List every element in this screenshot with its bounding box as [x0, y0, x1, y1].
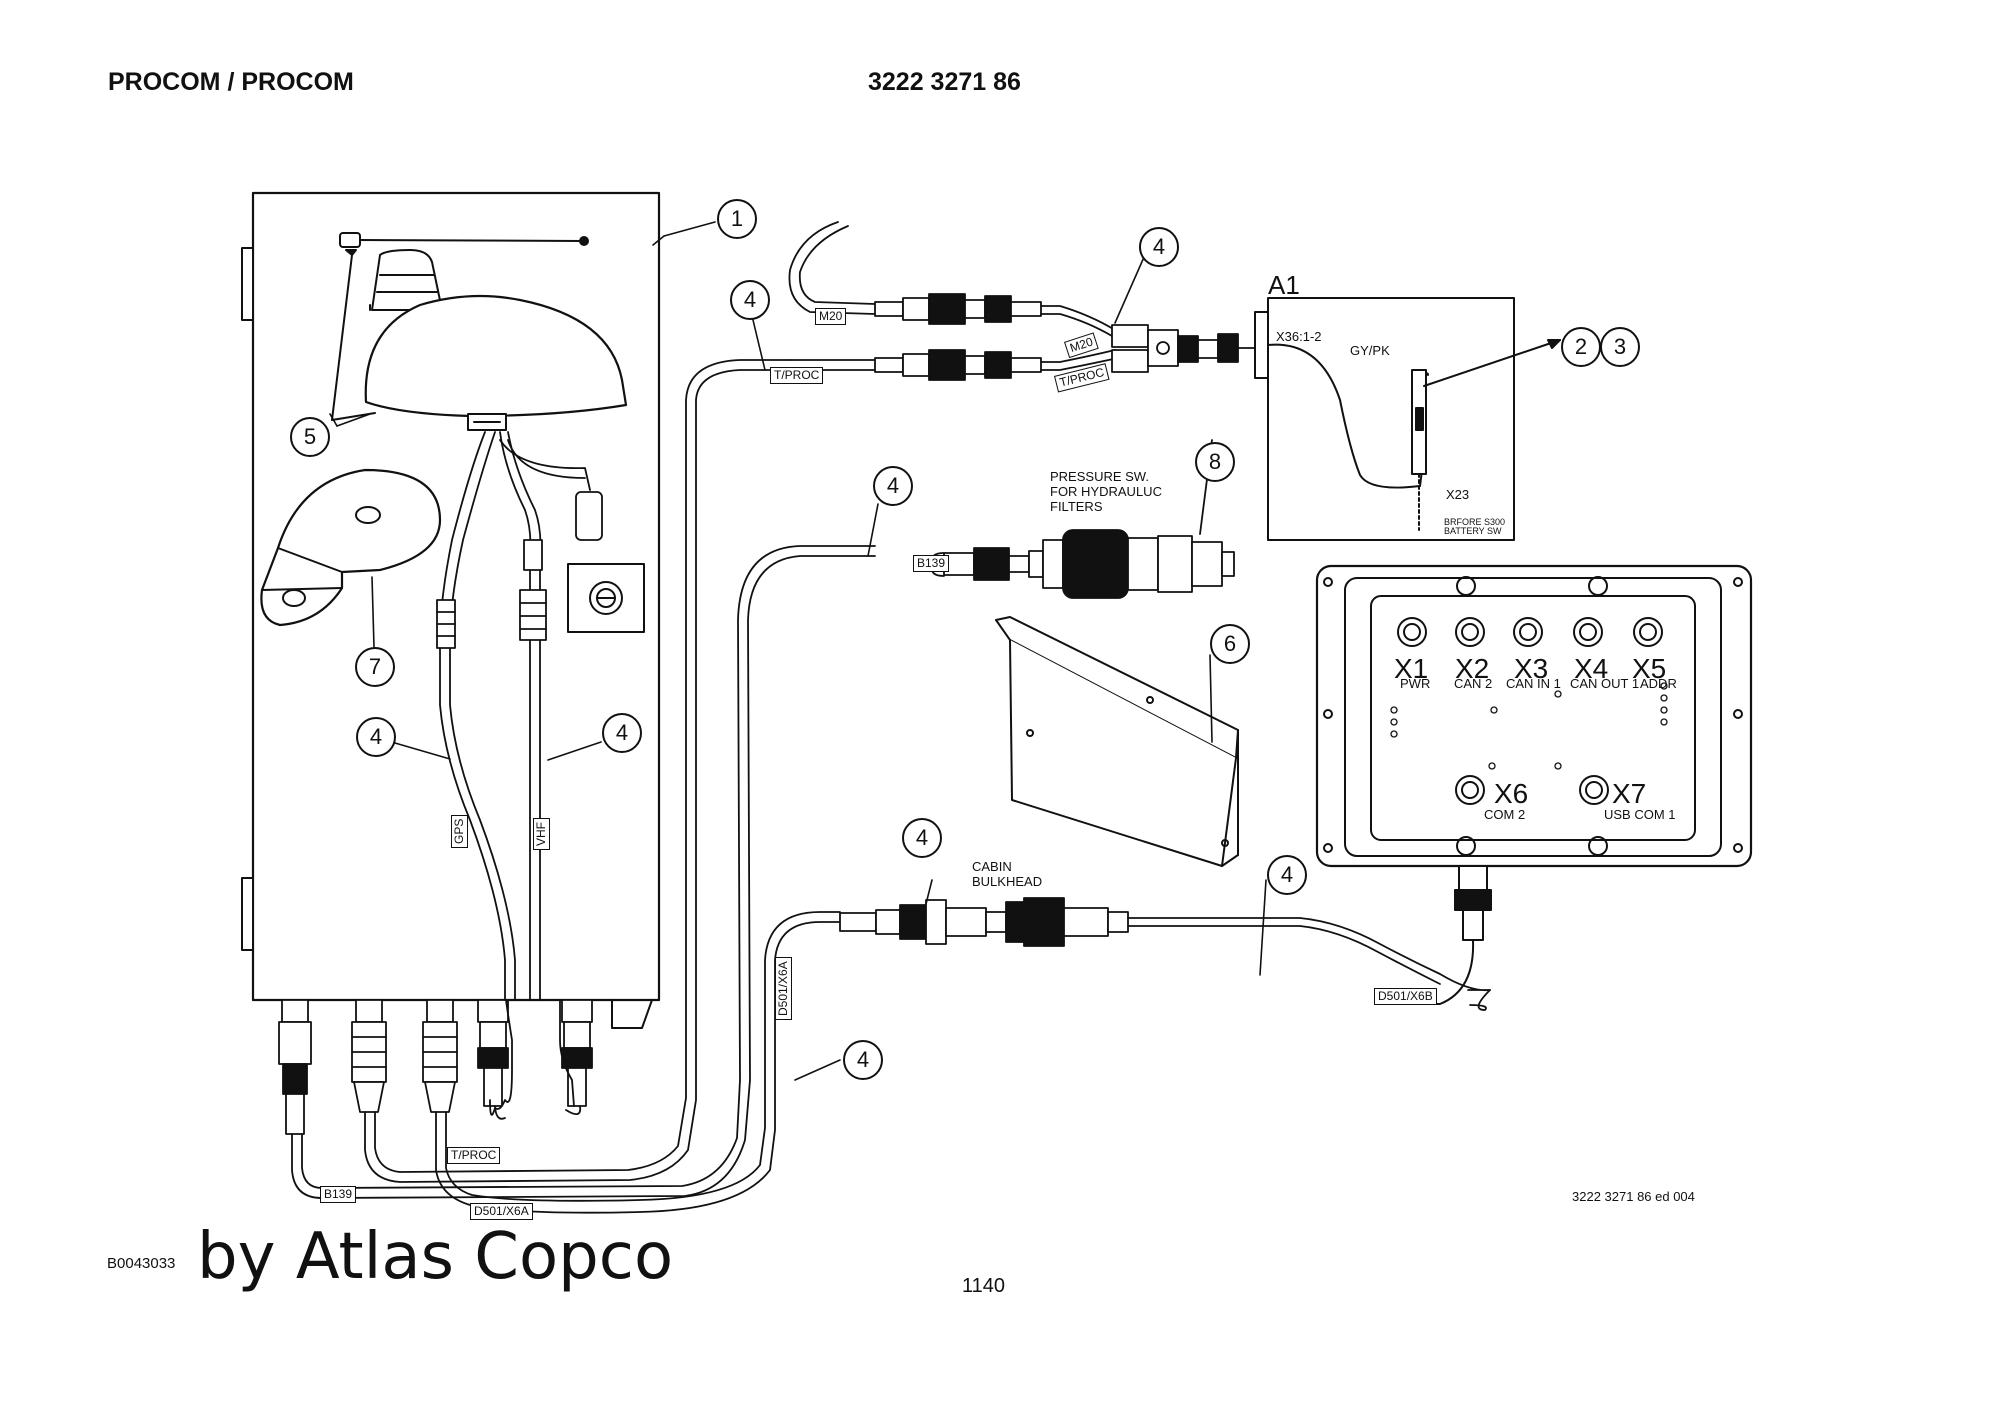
vhf-cable-label: VHF: [533, 818, 551, 850]
battery-note-line2: BATTERY SW: [1444, 526, 1502, 536]
cable-tag-b139: B139: [320, 1186, 357, 1204]
callout-4: 4: [1139, 227, 1179, 267]
callout-6: 6: [1210, 624, 1250, 664]
a1-label: A1: [1268, 270, 1300, 300]
callout-3: 3: [1600, 327, 1640, 367]
cable-tag-b139: B139: [913, 555, 950, 573]
document-id: B0043033: [107, 1255, 176, 1272]
connector-x5-name: ADDR: [1640, 676, 1677, 691]
cabinet-cable-loops: [489, 999, 582, 1120]
controller-module: [1315, 564, 1753, 1005]
cable-tag-m20: M20: [815, 308, 847, 326]
connector-x2-name: CAN 2: [1454, 676, 1493, 691]
connector-x4-id: X4: [1574, 653, 1609, 684]
connector-x1-name: PWR: [1400, 676, 1431, 691]
callout-4: 4: [902, 818, 942, 858]
key-switch: [567, 563, 645, 633]
x36-label: X36:1-2: [1276, 329, 1322, 344]
page-title: PROCOM / PROCOM: [108, 68, 354, 96]
callout-8: 8: [1195, 442, 1235, 482]
angle-bracket: [995, 616, 1239, 867]
dome-antenna: [331, 249, 628, 431]
connector-x5-id: X5: [1632, 653, 1667, 684]
callout-4: 4: [873, 466, 913, 506]
connector-x3-id: X3: [1514, 653, 1549, 684]
connector-x7-name: USB COM 1: [1604, 807, 1676, 822]
whip-antenna: [339, 232, 589, 248]
callout-4: 4: [730, 280, 770, 320]
brand-text: by Atlas Copco: [197, 1220, 674, 1294]
connector-x4-name: CAN OUT 1: [1570, 676, 1640, 691]
antenna-cables: [436, 431, 603, 1001]
page-number: 1140: [962, 1275, 1006, 1297]
callout-7: 7: [355, 647, 395, 687]
connector-x2-id: X2: [1455, 653, 1490, 684]
gps-cable-label: GPS: [451, 814, 469, 848]
cabin-bulkhead: [839, 897, 1491, 1011]
connector-x6-id: X6: [1494, 778, 1529, 809]
callout-4: 4: [602, 713, 642, 753]
revision-code: 3222 3271 86 ed 004: [1572, 1189, 1695, 1204]
cabin-bulkhead-label-1: CABIN: [972, 859, 1012, 874]
pressure-switch: [930, 439, 1235, 599]
callout-5: 5: [290, 417, 330, 457]
pressure-switch-label-2: FOR HYDRAULUC: [1050, 484, 1162, 499]
callout-2: 2: [1561, 327, 1601, 367]
pressure-switch-label-1: PRESSURE SW.: [1050, 469, 1149, 484]
pressure-switch-label-3: FILTERS: [1050, 499, 1103, 514]
cabin-bulkhead-label-2: BULKHEAD: [972, 874, 1043, 889]
callout-leaders: [329, 221, 1267, 1081]
callout-4: 4: [1267, 855, 1307, 895]
x23-label: X23: [1446, 487, 1470, 502]
connector-x6-name: COM 2: [1484, 807, 1526, 822]
a1-enclosure: [1254, 297, 1561, 541]
connector-x7-id: X7: [1612, 778, 1647, 809]
battery-note-line1: BRFORE S300: [1444, 517, 1506, 527]
cabinet-glands: [278, 999, 593, 1135]
callout-4: 4: [356, 717, 396, 757]
cable-tag-tproc: T/PROC: [770, 367, 824, 385]
cable-tag-d501-x6a: D501/X6A: [470, 1203, 533, 1221]
part-number: 3222 3271 86: [868, 68, 1021, 96]
callout-1: 1: [717, 199, 757, 239]
connector-x3-name: CAN IN 1: [1506, 676, 1561, 691]
cabinet-enclosure: [241, 191, 661, 1029]
connector-x1-id: X1: [1394, 653, 1429, 684]
top-cable-runs: [788, 221, 1256, 381]
callout-4: 4: [843, 1040, 883, 1080]
cable-tag-d501-x6a: D501/X6A: [775, 957, 793, 1020]
cable-tag-tproc: T/PROC: [447, 1147, 501, 1165]
gypk-label: GY/PK: [1350, 343, 1390, 358]
mounting-bracket: [260, 468, 442, 627]
cabinet-outgoing-cables: [291, 359, 876, 1214]
cable-tag-d501-x6b: D501/X6B: [1374, 988, 1437, 1006]
